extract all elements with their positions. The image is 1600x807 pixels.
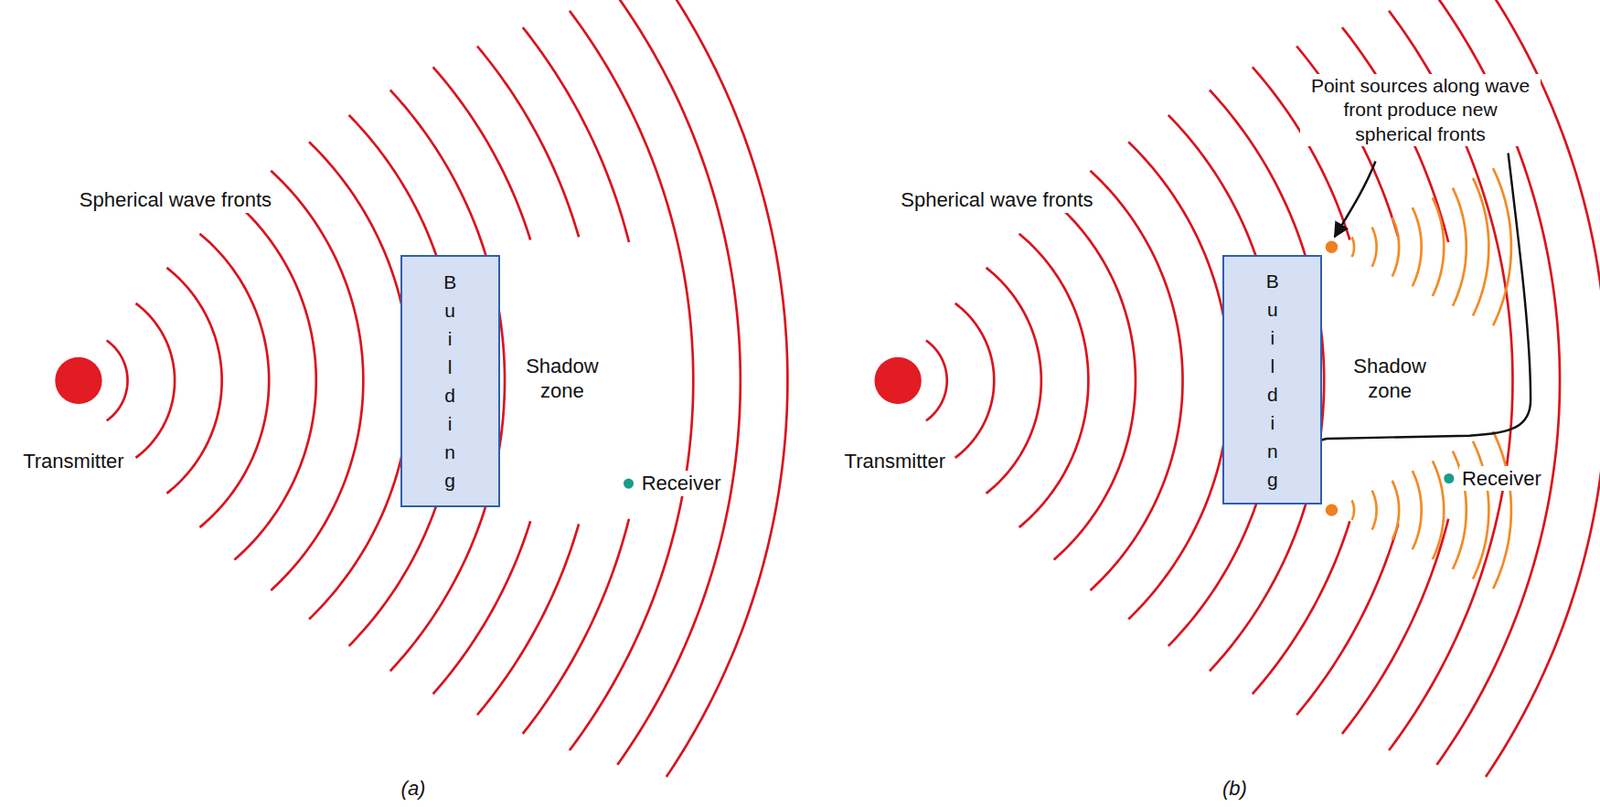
secondary-wave-front — [1432, 460, 1444, 560]
secondary-wave-front — [1392, 217, 1399, 278]
wave-front — [1019, 234, 1089, 528]
receiver-label: Receiver — [1459, 466, 1545, 492]
building-label: Building — [443, 267, 457, 495]
secondary-wave-front — [1472, 441, 1489, 580]
wave-front — [433, 521, 532, 694]
wave-front — [522, 27, 630, 243]
leader-arrow — [1304, 153, 1531, 499]
wave-front — [1128, 141, 1230, 619]
secondary-wave-front — [1372, 227, 1377, 267]
wave-front — [986, 267, 1042, 494]
building-box: Building — [1222, 255, 1323, 505]
point-source-dot — [1325, 240, 1338, 253]
building-label: Building — [1266, 266, 1280, 494]
wave-front — [522, 519, 630, 735]
wave-front — [1090, 170, 1184, 591]
secondary-wave-front — [1412, 207, 1422, 287]
receiver-dot — [1443, 473, 1454, 484]
region-label: Shadow zone — [508, 353, 617, 405]
callout-label: Spherical wave fronts — [897, 187, 1096, 214]
secondary-wave-front — [1493, 168, 1512, 326]
secondary-wave-front — [1352, 236, 1355, 257]
callout-label: Point sources along wave front produce n… — [1300, 74, 1541, 147]
wave-front — [135, 303, 175, 459]
wave-front — [309, 141, 411, 619]
wave-front — [617, 0, 741, 766]
receiver-label: Receiver — [639, 470, 725, 497]
transmitter-label: Transmitter — [20, 448, 127, 475]
secondary-wave-front — [1392, 480, 1399, 541]
panel-label: (b) — [1219, 776, 1250, 802]
secondary-wave-front — [1493, 431, 1512, 589]
wave-front — [390, 90, 505, 672]
region-label: Shadow zone — [1335, 353, 1444, 405]
wave-front — [106, 341, 128, 422]
wave-front — [1209, 90, 1324, 672]
wave-front — [477, 46, 579, 238]
secondary-wave-front — [1412, 470, 1422, 550]
transmitter-dot — [54, 357, 102, 405]
wave-front — [955, 303, 995, 459]
wave-front — [234, 201, 316, 560]
secondary-wave-front — [1372, 490, 1377, 531]
callout-label: Spherical wave fronts — [76, 187, 275, 214]
wave-front — [199, 234, 269, 528]
secondary-wave-front — [1432, 197, 1444, 297]
wave-front — [1252, 521, 1351, 694]
transmitter-dot — [874, 357, 921, 405]
wave-front — [1342, 519, 1449, 735]
wave-front — [433, 66, 532, 240]
secondary-wave-front — [1352, 500, 1355, 521]
wave-front — [666, 0, 789, 778]
panel-label: (a) — [398, 776, 429, 802]
wave-front — [926, 341, 948, 422]
wave-front — [1054, 201, 1136, 560]
secondary-wave-front — [1452, 188, 1467, 307]
secondary-wave-front — [1472, 178, 1489, 317]
building-box: Building — [400, 255, 501, 508]
point-source-dot — [1325, 503, 1338, 516]
wave-front — [477, 523, 579, 715]
wave-front — [270, 170, 363, 591]
receiver-dot — [623, 479, 634, 490]
transmitter-label: Transmitter — [842, 448, 949, 475]
wave-front — [1296, 523, 1398, 715]
wave-front — [166, 267, 222, 494]
leader-arrow — [1334, 160, 1376, 237]
